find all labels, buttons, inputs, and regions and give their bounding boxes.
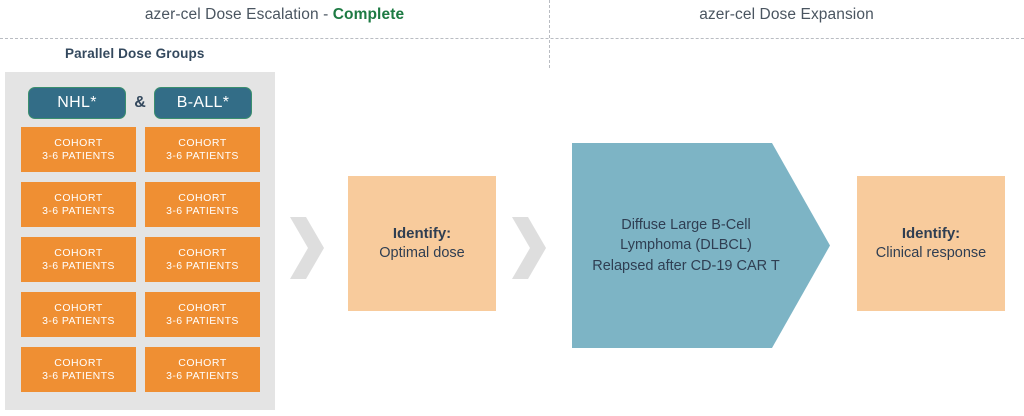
cohort-cell[interactable]: COHORT 3-6 PATIENTS xyxy=(145,237,260,282)
cohort-cell[interactable]: COHORT 3-6 PATIENTS xyxy=(21,182,136,227)
cohort-row: COHORT 3-6 PATIENTS COHORT 3-6 PATIENTS xyxy=(21,127,260,172)
header-horizontal-divider xyxy=(0,38,1024,39)
cohort-title: COHORT xyxy=(54,192,103,205)
cohort-size: 3-6 PATIENTS xyxy=(166,369,239,382)
dose-escalation-status-badge: Complete xyxy=(332,6,405,23)
cohort-cell[interactable]: COHORT 3-6 PATIENTS xyxy=(145,182,260,227)
cohort-grid: COHORT 3-6 PATIENTS COHORT 3-6 PATIENTS … xyxy=(21,127,260,392)
dose-escalation-header: azer-cel Dose Escalation - Complete xyxy=(0,6,549,24)
target-population-text: Diffuse Large B-Cell Lymphoma (DLBCL) Re… xyxy=(592,216,780,274)
cohort-title: COHORT xyxy=(54,302,103,315)
cohort-cell[interactable]: COHORT 3-6 PATIENTS xyxy=(21,237,136,282)
cohort-cell[interactable]: COHORT 3-6 PATIENTS xyxy=(145,127,260,172)
cohort-cell[interactable]: COHORT 3-6 PATIENTS xyxy=(145,347,260,392)
cohort-size: 3-6 PATIENTS xyxy=(166,314,239,327)
population-arrow-shape xyxy=(572,143,830,348)
phase-vertical-divider xyxy=(549,0,550,68)
cohort-cell[interactable]: COHORT 3-6 PATIENTS xyxy=(21,347,136,392)
disease-badge-row: NHL* & B-ALL* xyxy=(5,86,275,120)
cohort-size: 3-6 PATIENTS xyxy=(42,314,115,327)
cohort-cell[interactable]: COHORT 3-6 PATIENTS xyxy=(145,292,260,337)
cohort-row: COHORT 3-6 PATIENTS COHORT 3-6 PATIENTS xyxy=(21,182,260,227)
cohort-row: COHORT 3-6 PATIENTS COHORT 3-6 PATIENTS xyxy=(21,237,260,282)
cohort-size: 3-6 PATIENTS xyxy=(166,204,239,217)
cohort-row: COHORT 3-6 PATIENTS COHORT 3-6 PATIENTS xyxy=(21,292,260,337)
optimal-dose-detail: Optimal dose xyxy=(379,244,465,261)
cohort-title: COHORT xyxy=(54,247,103,260)
cohort-title: COHORT xyxy=(54,137,103,150)
cohort-title: COHORT xyxy=(178,302,227,315)
parallel-dose-groups-label: Parallel Dose Groups xyxy=(65,46,205,61)
cohort-size: 3-6 PATIENTS xyxy=(166,259,239,272)
cohort-title: COHORT xyxy=(178,247,227,260)
chevron-right-icon xyxy=(510,215,548,281)
dose-escalation-header-label: azer-cel Dose Escalation - xyxy=(144,6,333,23)
clinical-response-detail: Clinical response xyxy=(875,244,987,261)
dose-expansion-header: azer-cel Dose Expansion xyxy=(699,6,874,23)
badge-separator: & xyxy=(134,94,146,111)
optimal-dose-outcome-box: Identify: Optimal dose xyxy=(348,176,496,311)
cohort-title: COHORT xyxy=(54,357,103,370)
cohort-size: 3-6 PATIENTS xyxy=(166,149,239,162)
cohort-size: 3-6 PATIENTS xyxy=(42,149,115,162)
target-population-arrow: Diffuse Large B-Cell Lymphoma (DLBCL) Re… xyxy=(572,143,830,348)
cohort-size: 3-6 PATIENTS xyxy=(42,369,115,382)
chevron-right-icon xyxy=(288,215,326,281)
cohort-size: 3-6 PATIENTS xyxy=(42,259,115,272)
disease-badge-nhl[interactable]: NHL* xyxy=(28,87,126,119)
cohort-title: COHORT xyxy=(178,357,227,370)
disease-badge-ball[interactable]: B-ALL* xyxy=(154,87,252,119)
clinical-response-title: Identify: xyxy=(901,225,961,243)
cohort-title: COHORT xyxy=(178,192,227,205)
cohort-title: COHORT xyxy=(178,137,227,150)
cohort-cell[interactable]: COHORT 3-6 PATIENTS xyxy=(21,127,136,172)
cohort-row: COHORT 3-6 PATIENTS COHORT 3-6 PATIENTS xyxy=(21,347,260,392)
clinical-response-outcome-box: Identify: Clinical response xyxy=(857,176,1005,311)
cohort-size: 3-6 PATIENTS xyxy=(42,204,115,217)
cohort-cell[interactable]: COHORT 3-6 PATIENTS xyxy=(21,292,136,337)
optimal-dose-title: Identify: xyxy=(392,225,452,243)
